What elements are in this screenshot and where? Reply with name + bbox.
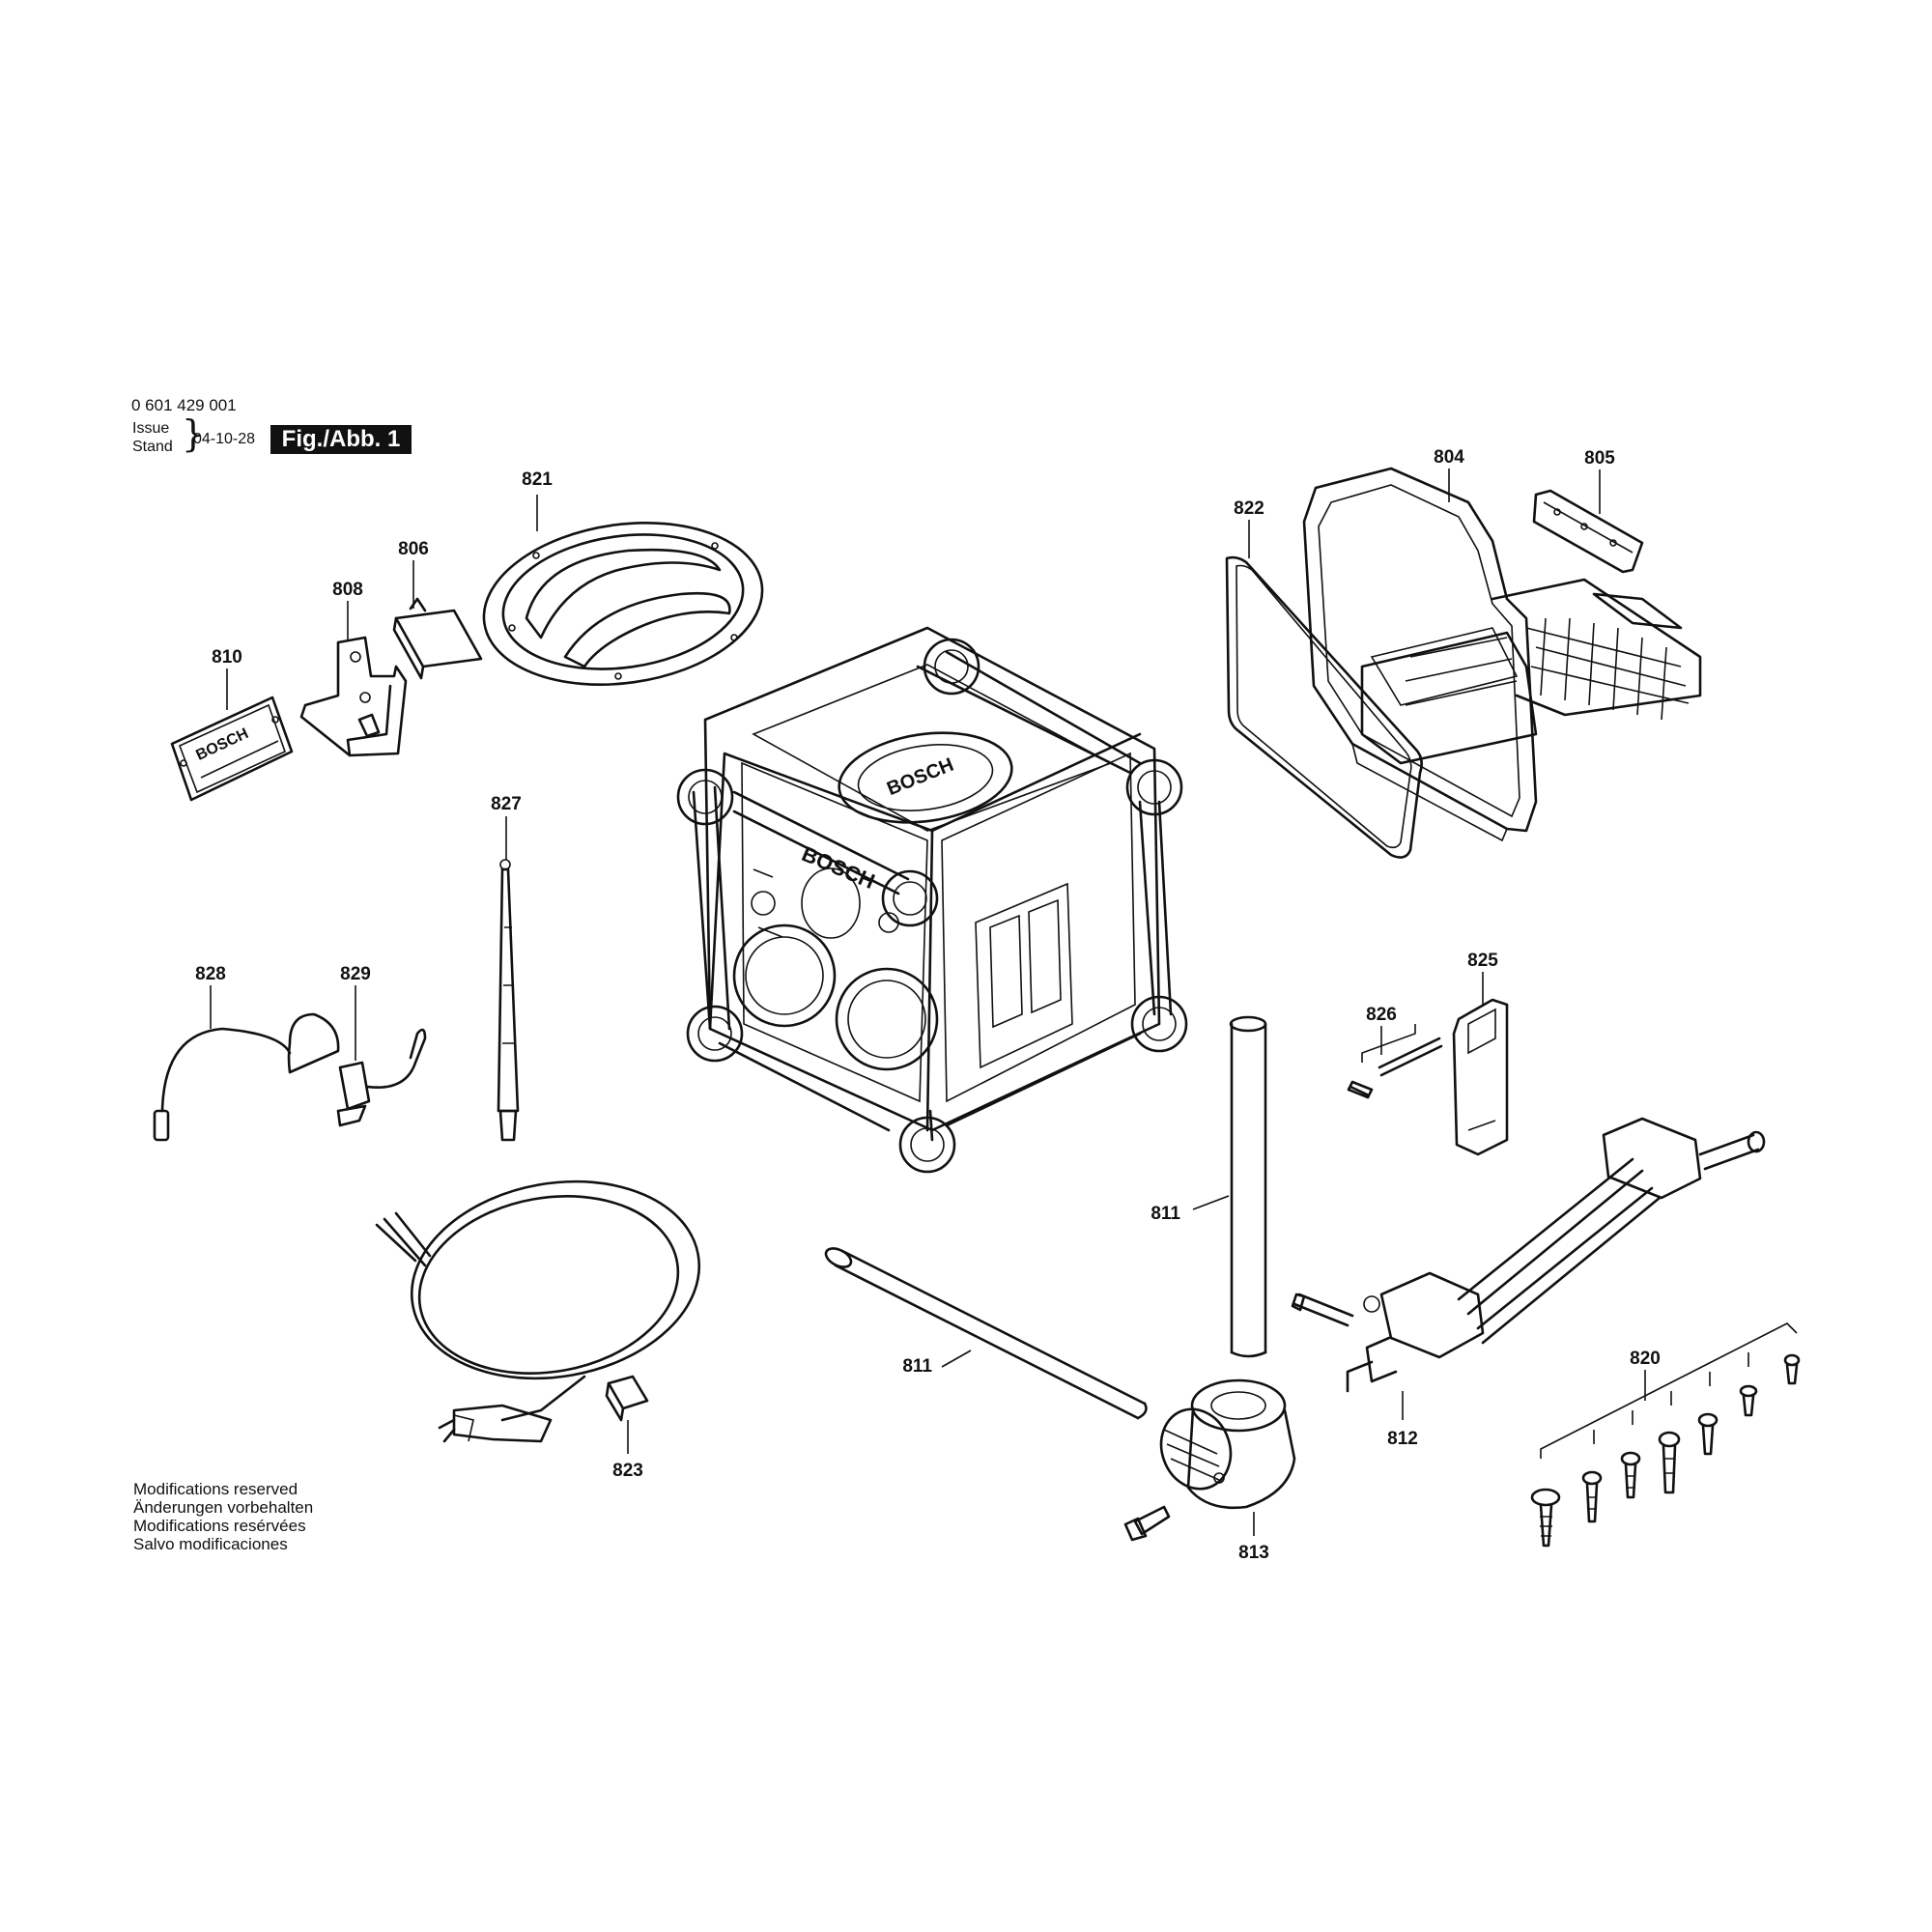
document-number: 0 601 429 001 — [131, 396, 237, 414]
callout-827: 827 — [491, 794, 522, 814]
issue-label-en: Issue — [132, 420, 170, 437]
callout-805: 805 — [1584, 448, 1615, 469]
callout-825: 825 — [1467, 951, 1498, 971]
callout-812: 812 — [1387, 1429, 1418, 1449]
part-810-nameplate: BOSCH — [170, 696, 294, 802]
part-804-compartment — [1302, 467, 1702, 842]
screw-7 — [1783, 1353, 1801, 1385]
tray-grid — [1405, 617, 1690, 721]
screw-4 — [1658, 1431, 1681, 1494]
part-825-battery-cover — [1452, 998, 1509, 1156]
part-812-handle-assembly — [1346, 1117, 1766, 1393]
corner-connectors — [676, 638, 1188, 1174]
notice-fr: Modifications resérvées — [133, 1517, 306, 1535]
front-controls — [751, 867, 899, 939]
notice-es: Salvo modificaciones — [133, 1535, 288, 1553]
callout-821: 821 — [522, 469, 553, 490]
part-power-cord — [375, 1179, 701, 1443]
callout-822: 822 — [1234, 498, 1264, 519]
part-823-cord-clip — [605, 1375, 649, 1422]
callout-811-vertical: 811 — [1151, 1204, 1180, 1224]
part-811-vertical-tube — [1229, 1015, 1267, 1358]
callout-806: 806 — [398, 539, 429, 559]
part-813-screw — [1123, 1293, 1354, 1542]
side-outlet-panel — [975, 882, 1073, 1069]
callout-808: 808 — [332, 580, 363, 600]
callout-820: 820 — [1630, 1349, 1661, 1369]
callout-829: 829 — [340, 964, 371, 984]
part-822-seal — [1225, 555, 1423, 859]
notice-en: Modifications reserved — [133, 1480, 298, 1498]
part-828-antenna-cable — [153, 1027, 292, 1142]
part-806-clip — [392, 597, 483, 680]
part-826-pin-spring — [1347, 1024, 1443, 1099]
callout-811-diagonal: 811 — [902, 1356, 932, 1377]
part-829-strap-clip — [287, 1012, 427, 1127]
issue-label-de: Stand — [132, 439, 173, 455]
part-813-corner-connector — [1159, 1378, 1296, 1510]
part-805-cover-strip — [1532, 489, 1644, 574]
callout-823: 823 — [612, 1461, 643, 1481]
main-unit-radio: BOSCH BOSCH — [676, 626, 1188, 1174]
part-827-antenna — [497, 859, 520, 1142]
callout-826: 826 — [1366, 1005, 1397, 1025]
callout-828: 828 — [195, 964, 226, 984]
screw-1 — [1530, 1488, 1561, 1548]
top-brand-mark: BOSCH — [884, 754, 956, 800]
front-speakers — [732, 923, 939, 1071]
callout-804: 804 — [1434, 447, 1464, 468]
part-821-grille-ring — [482, 522, 764, 686]
notice-de: Änderungen vorbehalten — [133, 1498, 314, 1517]
issue-date: 04-10-28 — [193, 431, 256, 447]
callout-813: 813 — [1238, 1543, 1269, 1563]
callout-810: 810 — [212, 647, 242, 668]
issue-brace: } — [182, 412, 206, 455]
screw-6 — [1739, 1384, 1758, 1417]
part-820-screw-set — [1530, 1322, 1801, 1548]
screw-5 — [1697, 1412, 1719, 1456]
issue-label: Issue Stand — [132, 419, 173, 456]
screw-2 — [1581, 1470, 1603, 1523]
figure-badge: Fig./Abb. 1 — [270, 425, 412, 454]
part-808-bracket — [299, 636, 408, 757]
part-811-diagonal-tube — [824, 1247, 1148, 1420]
screw-3 — [1620, 1451, 1641, 1499]
modifications-notice: Modifications reserved Änderungen vorbeh… — [133, 1480, 313, 1553]
